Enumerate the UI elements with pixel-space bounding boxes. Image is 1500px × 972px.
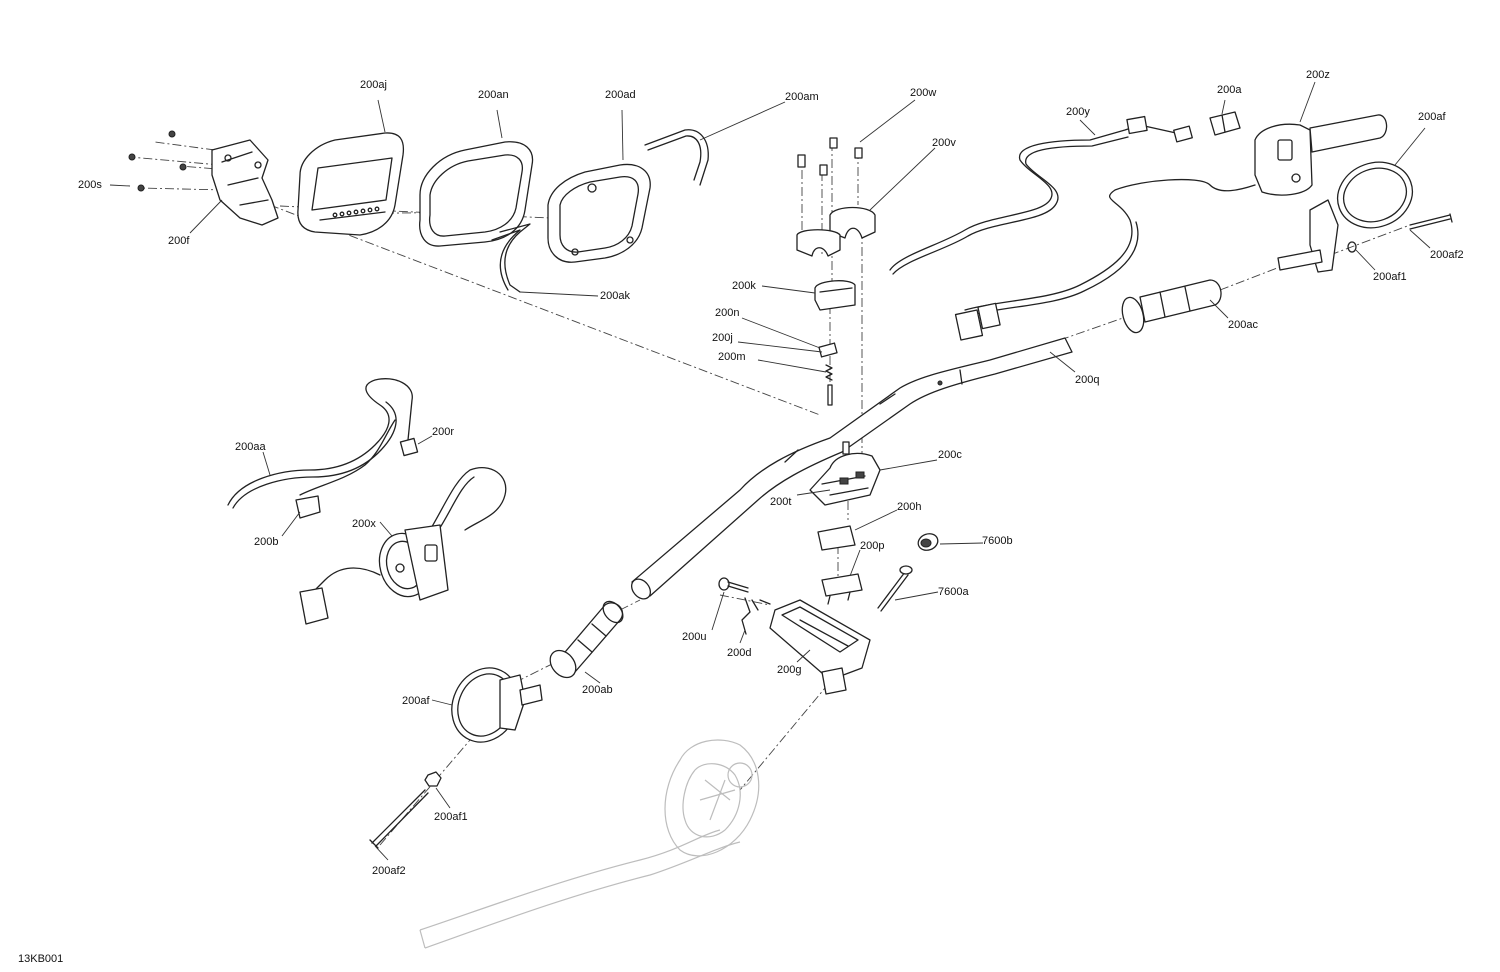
label-200c: 200c: [938, 449, 962, 461]
clip-200p: [821, 573, 863, 605]
label-200s: 200s: [78, 179, 102, 191]
leader-lines: [109, 81, 1431, 861]
label-200v: 200v: [932, 137, 956, 149]
connector-left-harness: [954, 302, 1001, 341]
grip-200ab: [549, 600, 624, 679]
label-200aa: 200aa: [235, 441, 266, 453]
switch-housing-200z: [1254, 123, 1313, 196]
label-200g: 200g: [777, 664, 801, 676]
label-200w: 200w: [910, 87, 936, 99]
handlebar-200q: [630, 337, 1073, 600]
harness-200aa: [227, 378, 419, 519]
label-200u: 200u: [682, 631, 706, 643]
callout-labels: 200aj 200an 200ad 200am 200w 200v 200y 2…: [78, 69, 1464, 877]
label-200an: 200an: [478, 89, 509, 101]
mirror-right-200af: [1277, 161, 1413, 273]
label-200x: 200x: [352, 518, 376, 530]
ghost-handlebar-assembly: [419, 739, 760, 949]
label-200ak: 200ak: [600, 290, 630, 302]
plate-200h: [817, 525, 856, 551]
label-200k: 200k: [732, 280, 756, 292]
label-200d: 200d: [727, 647, 751, 659]
label-200n: 200n: [715, 307, 739, 319]
spring-200d: [741, 597, 771, 635]
knob-7600b: [917, 533, 939, 551]
gauge-cover-200an: [419, 141, 534, 247]
label-200q: 200q: [1075, 374, 1099, 386]
upper-clamp-200v: [829, 206, 876, 239]
pin-200u: [718, 577, 749, 593]
gauge-frame-200ad: [547, 163, 651, 263]
screw-200t: [842, 441, 850, 455]
connector-200a: [1209, 111, 1241, 136]
label-200t: 200t: [770, 496, 791, 508]
mount-200c: [809, 452, 881, 506]
label-200ad: 200ad: [605, 89, 636, 101]
label-200af2-left: 200af2: [372, 865, 406, 877]
label-7600a: 7600a: [938, 586, 969, 598]
nut-200af1-left: [424, 771, 442, 787]
harness-200y: [889, 115, 1256, 317]
label-200p: 200p: [860, 540, 884, 552]
label-200f: 200f: [168, 235, 190, 247]
gauge-bracket-200f: [211, 139, 279, 226]
throttle-housing-200g: [769, 599, 871, 695]
label-200af2-right: 200af2: [1430, 249, 1464, 261]
spring-200m: [825, 364, 833, 406]
label-200r: 200r: [432, 426, 454, 438]
label-200aj: 200aj: [360, 79, 387, 91]
label-200ab: 200ab: [582, 684, 613, 696]
label-200h: 200h: [897, 501, 921, 513]
label-200y: 200y: [1066, 106, 1090, 118]
washer-200af1-right: [1347, 241, 1357, 253]
label-200af-left: 200af: [402, 695, 430, 707]
label-200af1-right: 200af1: [1373, 271, 1407, 283]
clamp-screws-200w: [797, 137, 863, 176]
gauge-housing-200aj: [297, 132, 405, 236]
clip-200ak: [491, 223, 531, 293]
clip-200am: [644, 129, 709, 186]
grip-200ac: [1121, 279, 1222, 334]
label-200af1-left: 200af1: [434, 811, 468, 823]
gauge-indicator-leds: [332, 206, 380, 218]
label-7600b: 7600b: [982, 535, 1013, 547]
bolt-200af2-left: [369, 789, 429, 849]
label-200am: 200am: [785, 91, 819, 103]
mirror-left-200af: [451, 667, 543, 743]
rod-7600a: [877, 565, 913, 612]
bracket-200k: [814, 280, 856, 311]
drawing-code: 13KB001: [18, 953, 63, 965]
label-200af-right: 200af: [1418, 111, 1446, 123]
label-200b: 200b: [254, 536, 278, 548]
label-200ac: 200ac: [1228, 319, 1258, 331]
pin-200n: [818, 342, 838, 358]
label-200z: 200z: [1306, 69, 1330, 81]
label-200a: 200a: [1217, 84, 1242, 96]
label-200m: 200m: [718, 351, 746, 363]
label-200j: 200j: [712, 332, 733, 344]
switch-housing-200x: [299, 466, 507, 625]
right-grip: [1309, 114, 1388, 153]
upper-clamp-left: [796, 229, 841, 257]
alignment-lines: [129, 141, 1411, 846]
bolt-200af2-right: [1409, 213, 1453, 230]
screws-200s: [128, 130, 187, 192]
